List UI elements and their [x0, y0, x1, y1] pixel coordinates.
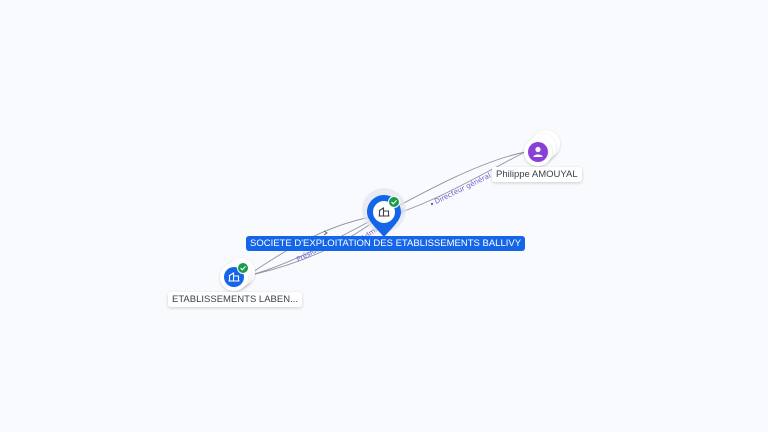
building-icon [378, 207, 390, 217]
node-main-company[interactable] [362, 188, 406, 237]
person-icon [533, 146, 543, 157]
node-label-person[interactable]: Philippe AMOUYAL [492, 167, 582, 182]
edge-director[interactable] [384, 151, 526, 218]
node-subsidiary[interactable] [220, 258, 255, 291]
edge-label-director: Directeur général [433, 172, 492, 206]
edge-dot [430, 202, 434, 206]
verified-badge [388, 196, 400, 208]
node-person[interactable] [524, 130, 560, 166]
verified-badge [237, 262, 249, 274]
node-label-main-company[interactable]: SOCIETE D'EXPLOITATION DES ETABLISSEMENT… [246, 236, 526, 251]
node-label-subsidiary[interactable]: ETABLISSEMENTS LABEN... [168, 292, 303, 307]
building-icon [228, 272, 240, 282]
edge-arrow [323, 230, 328, 236]
